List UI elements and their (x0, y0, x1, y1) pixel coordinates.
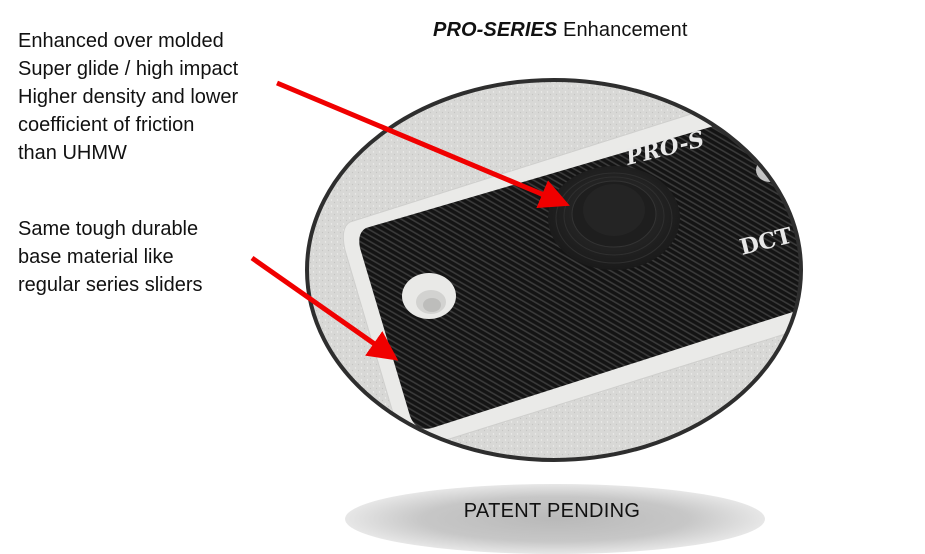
feature-line: Same tough durable (18, 218, 199, 240)
feature-line: Super glide / high impact (18, 58, 239, 80)
feature-line: base material like (18, 246, 174, 268)
patent-label: PATENT PENDING (463, 500, 641, 522)
title-emphasis: PRO-SERIES (433, 19, 558, 41)
feature-callout-base: Same tough durable base material like re… (18, 215, 203, 299)
feature-callout-glide: Enhanced over molded Super glide / high … (18, 27, 238, 167)
page-title: PRO-SERIES Enhancement (433, 19, 688, 42)
glide-button (548, 166, 680, 270)
feature-line: Higher density and lower (18, 86, 239, 108)
feature-line: regular series sliders (18, 274, 203, 296)
feature-line: coefficient of friction (18, 114, 195, 136)
feature-line: Enhanced over molded (18, 30, 224, 52)
photo-content: PRO-S DCT (307, 80, 801, 460)
arrow-to-glide-button (276, 80, 570, 209)
feature-line: than UHMW (18, 142, 127, 164)
arrow-to-base-edge (250, 255, 399, 361)
product-photo: PRO-S DCT (250, 78, 803, 462)
photo-frame (305, 78, 803, 462)
title-rest: Enhancement (557, 19, 688, 41)
